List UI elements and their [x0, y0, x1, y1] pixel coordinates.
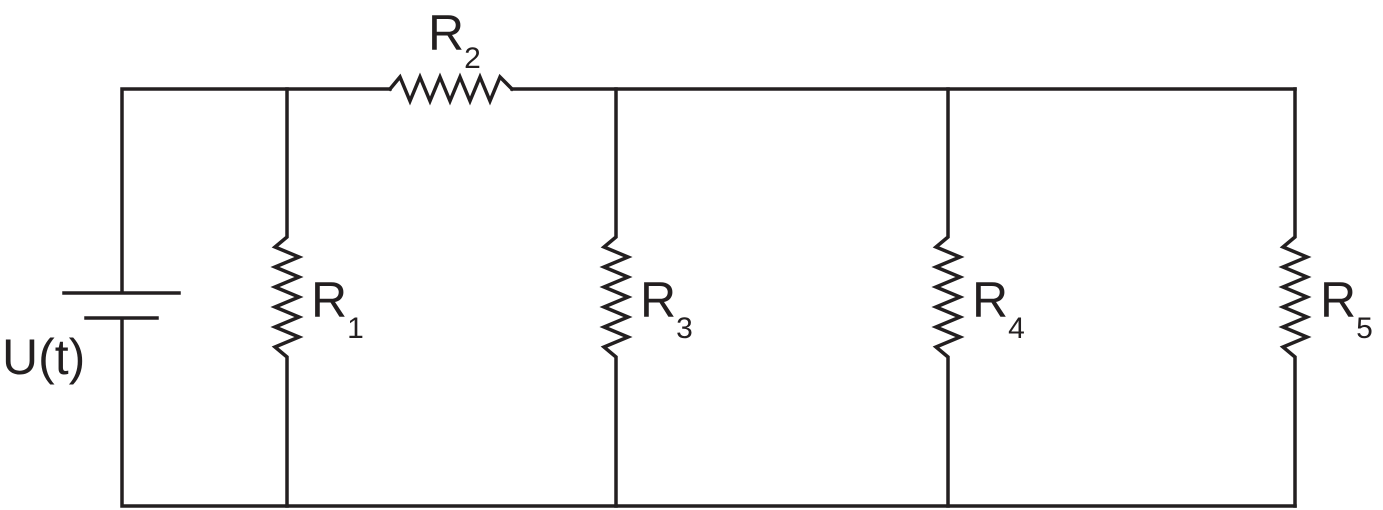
- resistor-r4: [931, 87, 965, 508]
- resistor-r3: [599, 87, 633, 508]
- r3-letter: R: [640, 272, 676, 328]
- r4-label: R4: [972, 272, 1025, 345]
- resistor-r5: [1278, 87, 1312, 508]
- r4-index: 4: [1008, 312, 1025, 345]
- wire-top-left: [120, 87, 392, 294]
- r5-letter: R: [1320, 272, 1356, 328]
- source-label: U(t): [2, 329, 85, 385]
- r1-letter: R: [311, 272, 347, 328]
- r1-index: 1: [347, 312, 364, 345]
- r3-label: R3: [640, 272, 693, 345]
- r3-index: 3: [676, 312, 693, 345]
- r1-label: R1: [311, 272, 364, 345]
- r5-label: R5: [1320, 272, 1373, 345]
- r4-letter: R: [972, 272, 1008, 328]
- r2-letter: R: [428, 5, 464, 61]
- resistor-r2: [387, 72, 515, 106]
- r2-label: R2: [428, 5, 481, 75]
- resistor-r1: [270, 87, 304, 508]
- r5-index: 5: [1356, 312, 1373, 345]
- r2-index: 2: [464, 42, 481, 75]
- wire-bottom: [120, 317, 1297, 508]
